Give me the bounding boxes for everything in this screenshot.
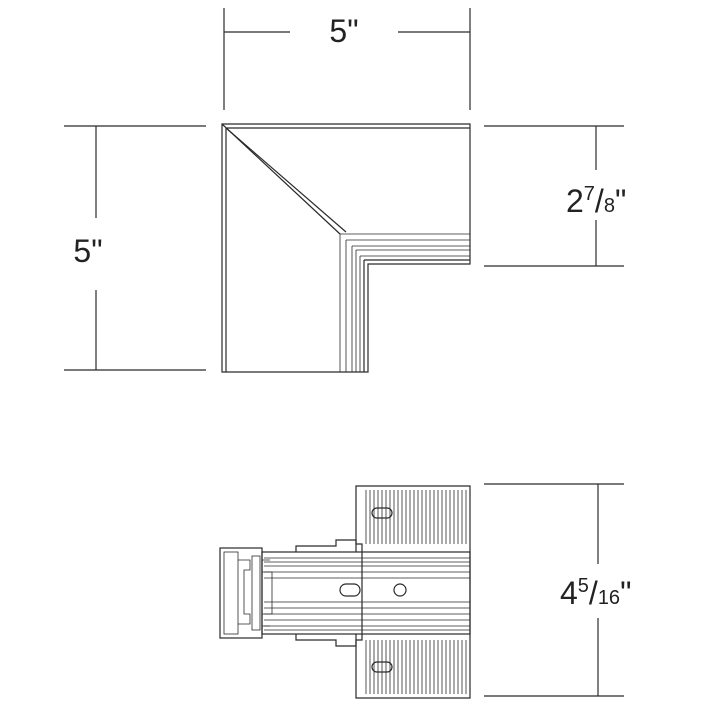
- dim-right-depth-label: 27/8": [566, 183, 626, 219]
- dim-bottom-height-label: 45/16": [560, 575, 631, 611]
- track-slot: [339, 583, 361, 597]
- mount-slot-bottom: [371, 661, 393, 673]
- dim-top-width: 5": [223, 8, 471, 110]
- corner-side-view: 45/16": [219, 483, 631, 699]
- dim-bottom-height: 45/16": [484, 483, 631, 697]
- mount-slot-top: [371, 507, 393, 519]
- heatsink-fins: [365, 490, 467, 694]
- end-profile: [219, 547, 273, 639]
- heatsink-block: [355, 485, 471, 699]
- track-channel-lines: [264, 557, 470, 631]
- track-body: [261, 539, 471, 647]
- dim-left-height-label: 5": [73, 233, 102, 269]
- dim-left-height: 5": [64, 125, 206, 371]
- corner-top-view: 5" 5" 27/8": [64, 8, 626, 373]
- dim-right-depth: 27/8": [484, 125, 626, 267]
- track-screw-hole: [393, 583, 407, 597]
- corner-body: [221, 123, 471, 373]
- dim-top-width-label: 5": [329, 13, 358, 49]
